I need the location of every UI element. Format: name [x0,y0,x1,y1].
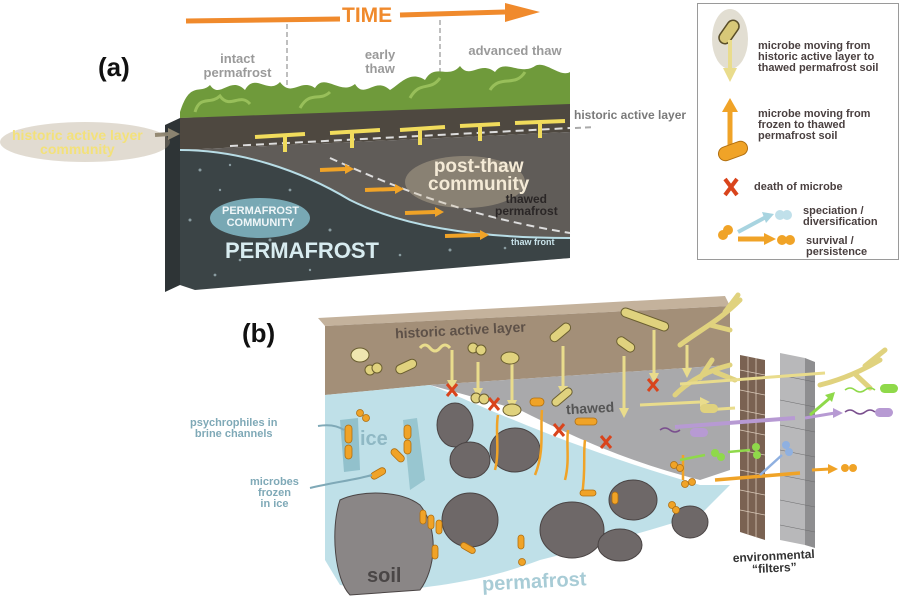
hal-community-glow [0,122,170,162]
death-x-marks [445,378,660,449]
microbes-frozen-label: microbes frozen in ice [250,477,299,510]
legend-line: microbe moving from [758,40,871,52]
thawed-permafrost-label: thawed permafrost [495,193,558,217]
death-x-icon [723,177,739,197]
thawed-line2: permafrost [495,204,558,218]
microbe-down-arrow-icon [712,9,748,82]
survival-arrow-icon [718,225,795,245]
legend-item-speciation: speciation / diversification [803,206,878,228]
frozen-line3: in ice [260,498,289,510]
time-label: TIME [342,4,393,27]
legend: microbe moving from historic active laye… [697,3,899,260]
frozen-pointer [309,474,373,489]
filter-flow-arrows [639,371,843,482]
hal-community-line1: historic active layer [12,127,143,143]
ice-label: ice [360,428,388,450]
stage-intact-permafrost: intact permafrost [203,51,272,80]
vegetation [180,64,570,118]
permafrost-block [180,150,570,290]
post-thaw-line2: community [428,174,530,195]
hal-community-arrow [154,128,180,140]
microbe-up-arrow-icon [717,98,749,162]
legend-icons [712,9,795,245]
legend-line: persistence [806,246,868,258]
thaw-front-line [179,149,571,239]
thawed-line1: thawed [505,192,548,206]
psychrophiles-pointer [317,424,345,431]
hal-community-label: historic active layer community [12,128,143,156]
legend-item-death: death of microbe [754,182,843,193]
frozen-line2: frozen [257,487,291,499]
permafrost-community-bubble [210,198,310,238]
frozen-microbes [344,397,696,566]
permafrost-community-label: PERMAFROST COMMUNITY [222,205,299,229]
legend-line: death of microbe [754,181,843,193]
thaw-front-label: thaw front [511,237,555,247]
legend-item-frozen-to-thawed: microbe moving from frozen to thawed per… [758,109,870,142]
legend-line: survival / [806,235,854,247]
permafrost-label-a: PERMAFROST [225,238,379,263]
environmental-filters-label: environmental “filters” [732,547,815,576]
permafrost-speckles [188,163,507,277]
historic-active-layer-label-a: historic active layer [574,108,687,122]
hal-community-line2: community [40,141,115,157]
legend-line: microbe moving from [758,108,871,120]
stage-dividers [286,20,441,90]
permafrost-community-line1: PERMAFROST [222,205,299,217]
fungal-hyphae [672,292,888,398]
block-top-face [318,296,730,326]
soil-rocks [334,402,709,596]
thaw-front-arrows [319,164,489,240]
historic-active-layer-band [325,306,730,395]
post-thaw-community-label: post-thaw community [428,156,530,195]
legend-line: thawed permafrost soil [758,62,879,74]
soil-label: soil [367,565,402,587]
active-layer-arrows [254,119,566,152]
legend-item-hal-to-thawed: microbe moving from historic active laye… [758,41,878,74]
psychrophiles-line1: psychrophiles in [190,417,278,429]
legend-item-survival: survival / persistence [806,236,867,258]
legend-line: speciation / [803,205,864,217]
filtered-microbes [659,384,898,472]
post-thaw-line1: post-thaw [433,156,524,177]
legend-line: permafrost soil [758,130,838,142]
hal-microbes [350,307,670,417]
panel-b-label: (b) [242,318,276,348]
hal-down-arrows [447,330,692,418]
stage-advanced-thaw: advanced thaw [468,43,562,58]
panel-a-label: (a) [98,52,130,82]
psychrophiles-label: psychrophiles in brine channels [190,418,277,440]
block-left-face [165,118,180,292]
post-thaw-glow [405,156,525,208]
psychrophiles-line2: brine channels [194,428,273,440]
legend-line: frozen to thawed [758,119,846,131]
speciation-arrow-icon [737,210,792,234]
stage-early-thaw: early thaw [364,47,396,76]
legend-line: diversification [803,216,878,228]
filter-grid [779,353,816,548]
active-layer-band [180,104,570,150]
time-arrow [185,3,540,24]
legend-line: historic active layer to [758,51,875,63]
permafrost-community-line2: COMMUNITY [226,217,295,229]
frozen-line1: microbes [250,476,299,488]
thawed-label: thawed [565,398,615,418]
